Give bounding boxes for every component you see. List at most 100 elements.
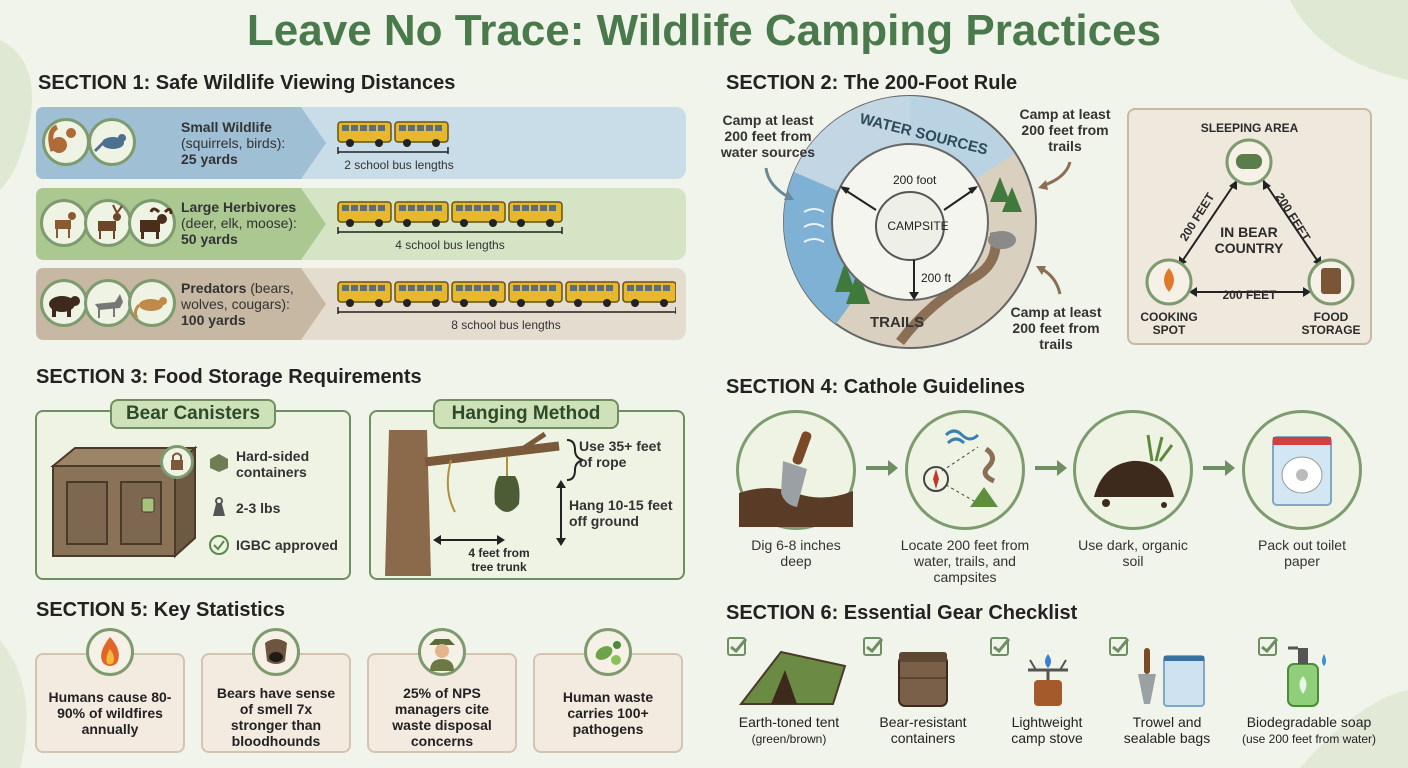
elk-icon (84, 199, 132, 247)
checkmark-circle-icon (209, 535, 229, 555)
checkbox-checked-icon[interactable] (989, 636, 1011, 658)
hanging-diagram (385, 430, 584, 576)
checkbox-checked-icon[interactable] (726, 636, 748, 658)
canister-item-weight: 2-3 lbs (236, 500, 281, 516)
food-storage-label: FOOD STORAGE (1301, 310, 1361, 337)
bear-canister-icon (898, 652, 948, 707)
note-trails-top: Camp at least 200 feet from trails (1019, 106, 1111, 154)
deer-icon (40, 199, 88, 247)
campsite-label: CAMPSITE (887, 219, 949, 233)
school-bus-icon (451, 201, 506, 227)
cathole-step-3: Use dark, organic soil (1078, 537, 1188, 569)
gear-label-stove: Lightweight (1011, 714, 1083, 730)
campsite-ring-diagram (783, 95, 1037, 349)
tree-branch (424, 441, 560, 467)
school-bus-icon (508, 201, 563, 227)
trail-path (896, 231, 1001, 346)
large-herbivores-caption: 4 school bus lengths (395, 238, 505, 252)
cathole-step-1: Dig 6-8 inches deep (751, 537, 841, 569)
bus-row-predators (337, 281, 676, 314)
hanging-trunk-label: 4 feet from tree trunk (468, 546, 530, 574)
food-barrel-icon (1321, 268, 1341, 294)
school-bus-icon (337, 201, 392, 227)
trowel-dig-icon (736, 410, 856, 530)
small-wildlife-desc: (squirrels, birds): (181, 135, 286, 151)
food-bag-icon (494, 476, 520, 512)
page-title: Leave No Trace: Wildlife Camping Practic… (246, 6, 1162, 55)
tent-icon (738, 650, 847, 705)
canister-item-igbc: IGBC approved (236, 537, 338, 553)
compass-map-icon (905, 410, 1025, 530)
cube-icon (210, 454, 228, 472)
bus-row-small (337, 121, 449, 154)
arrow-right-icon (1035, 460, 1067, 476)
stat-text: 25% of NPS managers cite waste disposal … (392, 685, 492, 749)
checkbox-checked-icon[interactable] (1108, 636, 1130, 658)
bear-icon (40, 279, 88, 327)
bear-country-triangle (1145, 138, 1355, 306)
gear-sub-container: containers (890, 730, 956, 746)
section6-heading: SECTION 6: Essential Gear Checklist (726, 602, 1078, 624)
rock-icon (988, 231, 1016, 249)
canister-box-icon (50, 445, 198, 559)
bird-icon (88, 118, 136, 166)
gear-sub-trowel: sealable bags (1123, 730, 1211, 746)
stat-text: Humans cause 80-90% of wildfires annuall… (48, 689, 172, 737)
bus-row-herbivores (337, 201, 563, 234)
gear-sub-soap: (use 200 feet from water) (1241, 732, 1377, 746)
cooking-spot-label: COOKING SPOT (1140, 310, 1198, 337)
school-bus-icon (565, 281, 620, 307)
sleeping-bag-icon (1236, 154, 1262, 169)
cougar-icon (128, 279, 176, 327)
wolf-icon (84, 279, 132, 327)
section5-heading: SECTION 5: Key Statistics (36, 599, 285, 621)
section2-heading: SECTION 2: The 200-Foot Rule (726, 72, 1018, 94)
stat-text: Bears have sense of smell 7x stronger th… (216, 685, 336, 749)
note-trails-bottom: Camp at least 200 feet from trails (1010, 304, 1102, 352)
gear-sub-stove: camp stove (1011, 730, 1083, 746)
predators-distance: 100 yards (181, 312, 246, 328)
ft200-label: 200 ft (921, 271, 952, 285)
predators-name: Predators (181, 280, 247, 296)
small-wildlife-name: Small Wildlife (181, 119, 272, 135)
section1-heading: SECTION 1: Safe Wildlife Viewing Distanc… (38, 72, 456, 94)
soap-bottle-icon (1287, 646, 1326, 707)
note-arrows (764, 161, 1072, 295)
predators-desc: (bears, wolves, cougars): (181, 280, 294, 312)
large-herbivores-desc: (deer, elk, moose): (181, 215, 297, 231)
canister-item-hard-sided: Hard-sided containers (236, 448, 310, 480)
bear-canisters-title: Bear Canisters (110, 399, 276, 429)
checkbox-checked-icon[interactable] (1257, 636, 1279, 658)
hanging-height-label: Hang 10-15 feet off ground (569, 497, 673, 529)
gear-sub-tent: (green/brown) (751, 732, 827, 746)
section4-heading: SECTION 4: Cathole Guidelines (726, 376, 1025, 398)
school-bus-icon (394, 281, 449, 307)
hanging-rope-label: Use 35+ feet of rope (579, 438, 662, 470)
gear-label-trowel: Trowel and (1132, 714, 1202, 730)
toilet-paper-bag-icon (1242, 410, 1362, 530)
foot200-label: 200 foot (893, 173, 937, 187)
school-bus-icon (508, 281, 563, 307)
school-bus-icon (394, 121, 449, 147)
school-bus-icon (337, 121, 392, 147)
stat-card: Human waste carries 100+ pathogens (533, 653, 683, 753)
trowel-bag-icon (1138, 648, 1205, 707)
cathole-step-4: Pack out toilet paper (1258, 537, 1346, 569)
school-bus-icon (451, 281, 506, 307)
gear-label-container: Bear-resistant (879, 714, 967, 730)
hanging-method-title: Hanging Method (433, 399, 619, 429)
pine-tree-icon (990, 177, 1010, 202)
large-herbivores-distance: 50 yards (181, 231, 238, 247)
small-wildlife-distance: 25 yards (181, 151, 238, 167)
gear-label-tent: Earth-toned tent (738, 714, 840, 730)
soil-icon (1073, 410, 1193, 530)
lock-icon (160, 445, 194, 479)
ranger-icon (418, 628, 466, 676)
large-herbivores-name: Large Herbivores (181, 199, 297, 215)
squirrel-icon (42, 118, 90, 166)
bear-nose-icon (252, 628, 300, 676)
section3-heading: SECTION 3: Food Storage Requirements (36, 366, 422, 388)
checkbox-checked-icon[interactable] (862, 636, 884, 658)
small-wildlife-caption: 2 school bus lengths (344, 158, 454, 172)
